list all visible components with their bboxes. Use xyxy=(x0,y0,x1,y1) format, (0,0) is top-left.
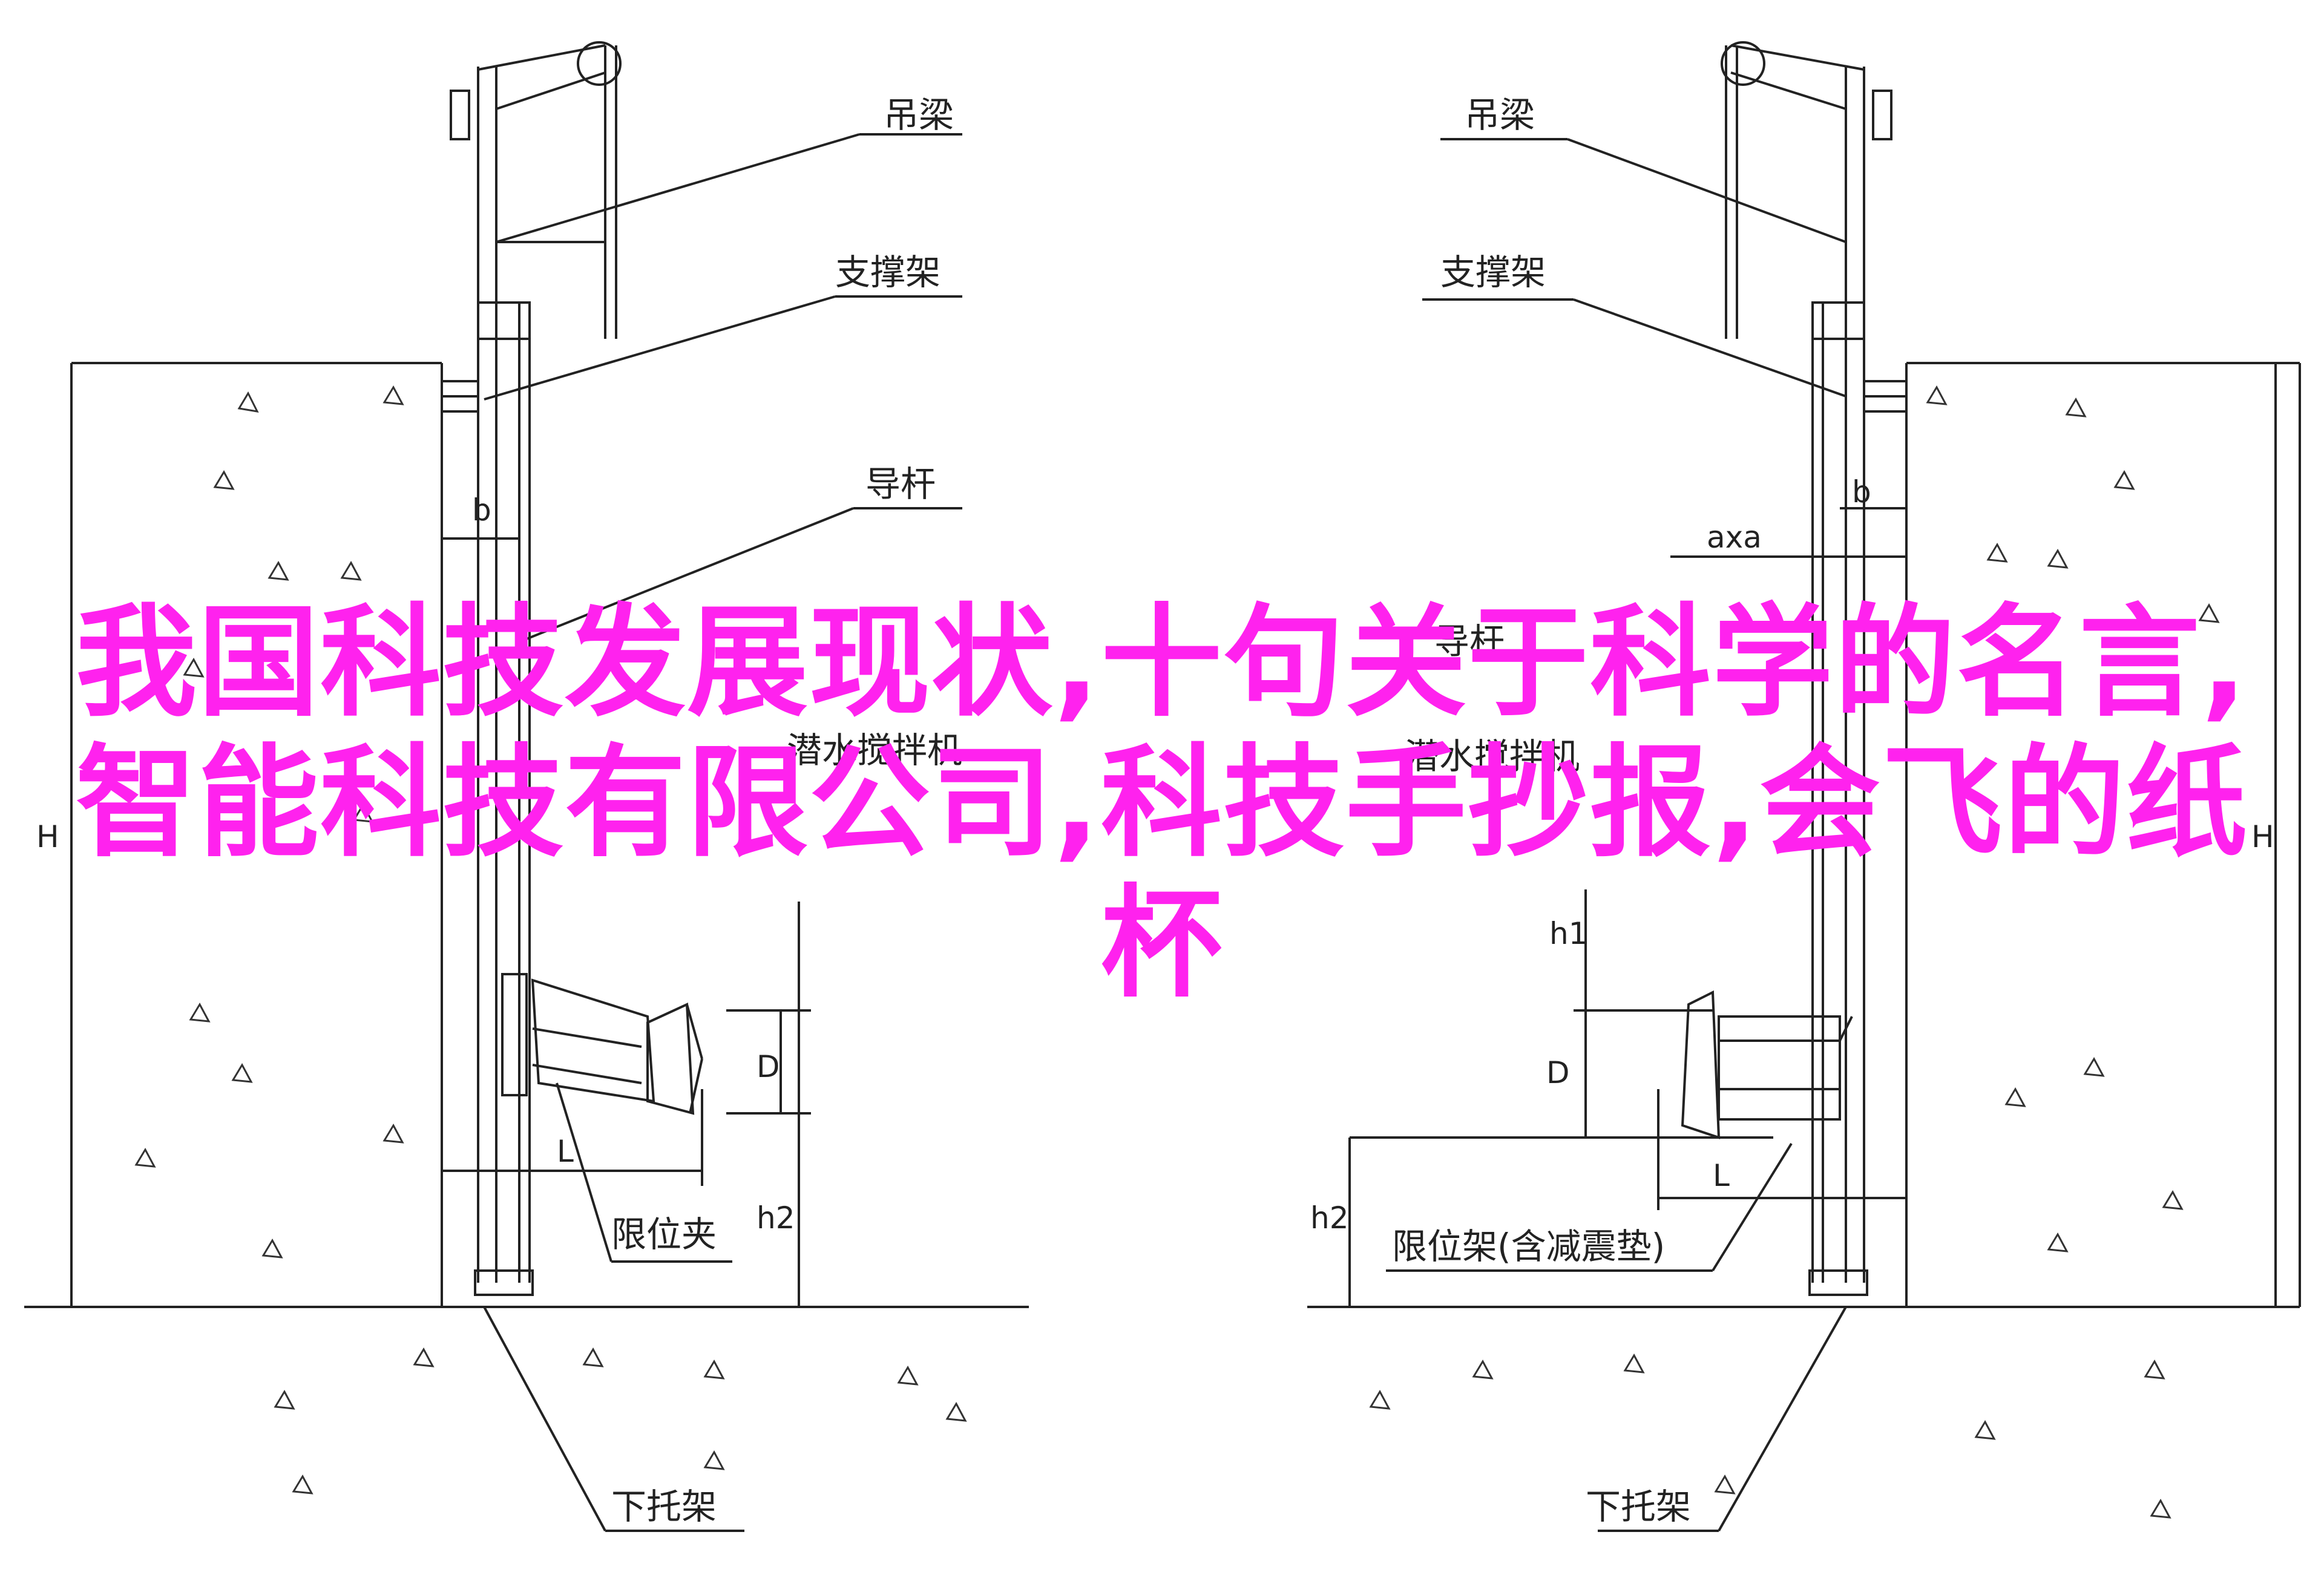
right-crane-beam xyxy=(1721,41,1892,339)
dim-D-right: D xyxy=(1546,1055,1570,1090)
label-bottom-bracket-left: 下托架 xyxy=(611,1486,717,1527)
label-mixer-left: 潜水搅拌机 xyxy=(787,730,962,771)
left-leaders xyxy=(483,133,962,1532)
label-crane-beam-left: 吊梁 xyxy=(884,94,954,136)
left-support-frame xyxy=(441,380,479,413)
label-limit-frame-damper: 限位架(含减震垫) xyxy=(1392,1226,1665,1267)
right-leaders xyxy=(1386,138,1847,1532)
left-crane-beam xyxy=(450,41,622,339)
right-mixer xyxy=(1681,990,1853,1139)
label-crane-beam-right: 吊梁 xyxy=(1465,94,1535,136)
dim-b-right: b xyxy=(1852,474,1871,509)
right-support-frame xyxy=(1863,380,1908,413)
label-support-frame-right: 支撑架 xyxy=(1440,252,1546,293)
label-support-frame-left: 支撑架 xyxy=(835,252,940,293)
label-mixer-right: 潜水搅拌机 xyxy=(1404,736,1580,777)
left-dimension-lines xyxy=(70,363,811,1307)
dim-L-left: L xyxy=(557,1134,574,1169)
label-guide-rod-right: 导杆 xyxy=(1434,621,1505,662)
dim-b-left: b xyxy=(472,493,491,528)
right-dimension-lines xyxy=(1348,363,2277,1307)
dim-L-right: L xyxy=(1713,1158,1730,1193)
left-guide-rod xyxy=(474,67,534,1296)
dim-h2-left: h2 xyxy=(757,1200,795,1236)
left-mixer xyxy=(501,973,703,1115)
dim-h1: h1 xyxy=(1549,916,1588,951)
label-limit-clamp: 限位夹 xyxy=(611,1214,717,1255)
label-bottom-bracket-right: 下托架 xyxy=(1586,1486,1691,1527)
label-guide-rod-left: 导杆 xyxy=(865,463,936,505)
dim-H-left: H xyxy=(36,819,59,854)
dim-D-left: D xyxy=(757,1049,780,1084)
dim-H-right: H xyxy=(2251,819,2274,854)
dim-axa: axa xyxy=(1707,520,1762,555)
concrete-texture xyxy=(134,385,2220,1519)
overlay-title: 我国科技发展现状,十句关于科学的名言,智能科技有限公司,科技手抄报,会飞的纸杯 xyxy=(76,592,2248,1014)
dim-h2-right: h2 xyxy=(1310,1200,1349,1236)
right-pit-wall xyxy=(1307,362,2301,1308)
